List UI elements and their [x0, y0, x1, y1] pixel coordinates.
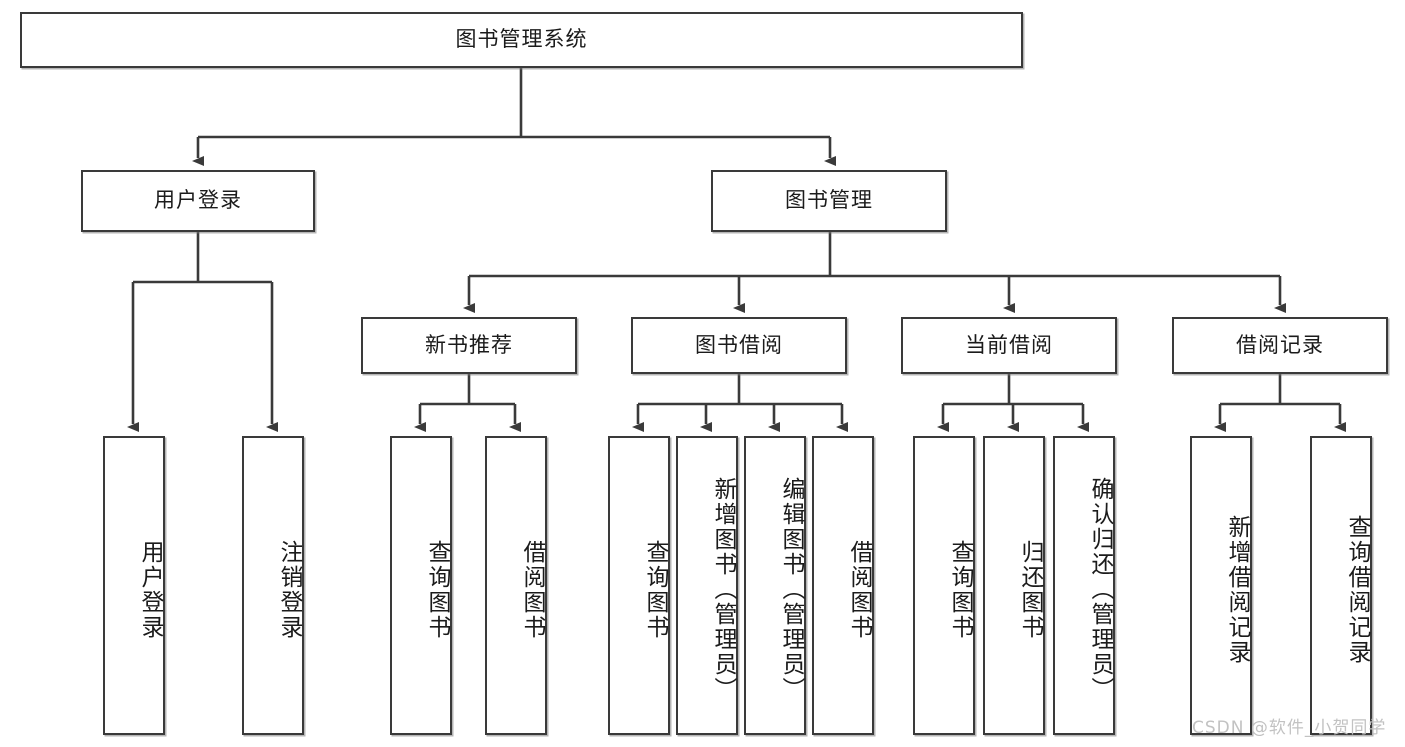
node-leaf-logout-login[interactable]: 注销登录 — [242, 436, 304, 735]
node-current-borrow[interactable]: 当前借阅 — [901, 317, 1117, 374]
node-leaf-confirm-return[interactable]: 确认归还（管理员） — [1053, 436, 1115, 735]
node-label: 图书管理系统 — [455, 27, 588, 52]
node-label: 查询借阅记录 — [1344, 514, 1370, 665]
node-label: 用户登录 — [154, 188, 242, 213]
node-label: 图书借阅 — [695, 332, 783, 357]
node-label: 查询图书 — [947, 539, 973, 640]
node-label: 归还图书 — [1017, 539, 1043, 640]
node-label: 用户登录 — [137, 539, 163, 640]
node-leaf-edit-book[interactable]: 编辑图书（管理员） — [744, 436, 806, 735]
node-label: 查询图书 — [642, 539, 668, 640]
node-label: 借阅图书 — [846, 539, 872, 640]
node-leaf-query-book-2[interactable]: 查询图书 — [608, 436, 670, 735]
node-label: 图书管理 — [785, 188, 873, 213]
node-book-borrow[interactable]: 图书借阅 — [631, 317, 847, 374]
node-leaf-query-book-1[interactable]: 查询图书 — [390, 436, 452, 735]
node-label: 当前借阅 — [965, 332, 1053, 357]
node-leaf-add-borrow-record[interactable]: 新增借阅记录 — [1190, 436, 1252, 735]
node-leaf-return-book[interactable]: 归还图书 — [983, 436, 1045, 735]
node-label: 查询图书 — [424, 539, 450, 640]
node-label: 编辑图书（管理员） — [778, 477, 804, 702]
node-root-system[interactable]: 图书管理系统 — [20, 12, 1023, 68]
node-label: 确认归还（管理员） — [1087, 477, 1113, 702]
node-borrow-record[interactable]: 借阅记录 — [1172, 317, 1388, 374]
node-leaf-query-book-3[interactable]: 查询图书 — [913, 436, 975, 735]
node-leaf-user-login[interactable]: 用户登录 — [103, 436, 165, 735]
node-book-manage[interactable]: 图书管理 — [711, 170, 947, 232]
node-label: 借阅记录 — [1236, 332, 1324, 357]
node-label: 新书推荐 — [425, 332, 513, 357]
node-leaf-borrow-book-1[interactable]: 借阅图书 — [485, 436, 547, 735]
node-leaf-query-borrow-record[interactable]: 查询借阅记录 — [1310, 436, 1372, 735]
node-new-book-recommend[interactable]: 新书推荐 — [361, 317, 577, 374]
node-label: 注销登录 — [276, 539, 302, 640]
node-label: 新增图书（管理员） — [710, 477, 736, 702]
node-leaf-add-book[interactable]: 新增图书（管理员） — [676, 436, 738, 735]
node-label: 借阅图书 — [519, 539, 545, 640]
node-label: 新增借阅记录 — [1224, 514, 1250, 665]
csdn-watermark: CSDN @软件_小贺同学 — [1192, 718, 1387, 738]
node-user-login[interactable]: 用户登录 — [81, 170, 315, 232]
node-leaf-borrow-book-2[interactable]: 借阅图书 — [812, 436, 874, 735]
